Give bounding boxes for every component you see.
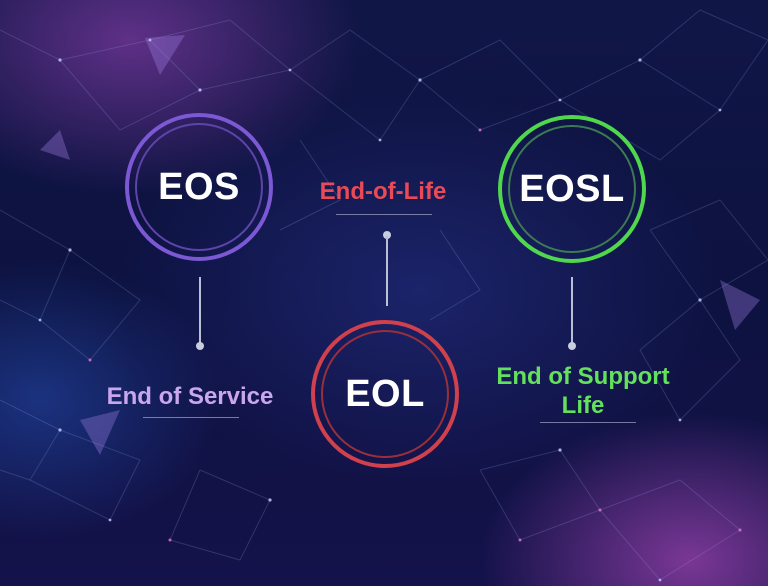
eosl-inner-ring: [508, 125, 636, 253]
eosl-label-underline: [540, 422, 636, 423]
eol-connector-dot: [383, 231, 391, 239]
eos-connector-dot: [196, 342, 204, 350]
eos-label: End of Service: [106, 383, 274, 410]
eol-label: End-of-Life: [319, 178, 447, 205]
eosl-label: End of Support Life: [468, 362, 698, 420]
eosl-outer-ring: [498, 115, 646, 263]
eol-outer-ring: [311, 320, 459, 468]
eol-inner-ring: [321, 330, 449, 458]
eosl-acronym: EOSL: [519, 167, 625, 210]
eos-inner-ring: [135, 123, 263, 251]
eosl-label-line2: Life: [561, 392, 605, 419]
eos-acronym: EOS: [158, 165, 240, 208]
eol-label-underline: [336, 214, 432, 215]
eos-label-underline: [143, 417, 239, 418]
eosl-label-line1: End of Support: [496, 363, 670, 390]
eosl-connector-dot: [568, 342, 576, 350]
eosl-connector-line: [571, 277, 573, 345]
eos-outer-ring: [125, 113, 273, 261]
eos-connector-line: [199, 277, 201, 345]
eol-acronym: EOL: [345, 372, 425, 415]
eol-connector-line: [386, 236, 388, 306]
